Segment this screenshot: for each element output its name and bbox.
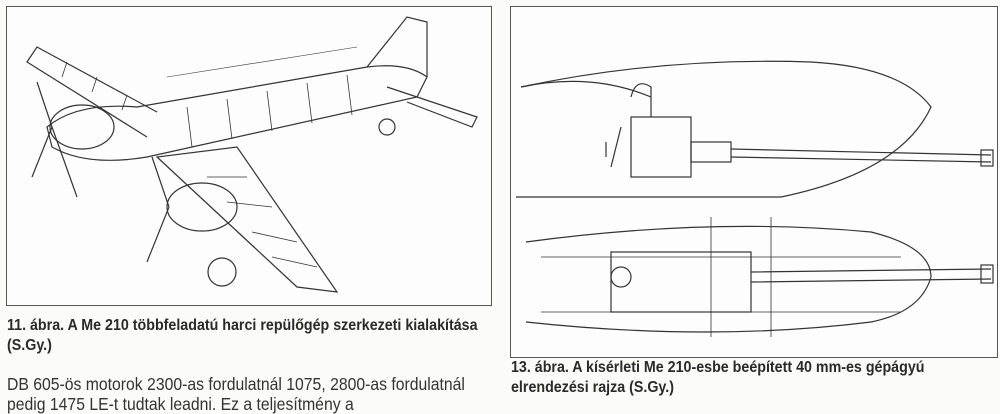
figure-13-cannon-layout [510, 6, 998, 358]
figure-11-caption: 11. ábra. A Me 210 többfeladatú harci re… [7, 316, 485, 356]
caption-number: 13. ábra. [511, 359, 569, 376]
caption-text: A kísérleti Me 210-esbe beépített 40 mm-… [511, 359, 925, 396]
caption-number: 11. ábra. [7, 317, 65, 334]
cannon-layout-drawing [516, 60, 994, 337]
figure-13-caption: 13. ábra. A kísérleti Me 210-esbe beépít… [511, 358, 989, 398]
body-paragraph: DB 605-ös motorok 2300-as fordulatnál 10… [7, 374, 465, 414]
caption-text: A Me 210 többfeladatú harci repülőgép sz… [7, 317, 478, 354]
aircraft-cutaway-drawing [26, 16, 478, 293]
figure-11-aircraft-cutaway [6, 6, 492, 306]
